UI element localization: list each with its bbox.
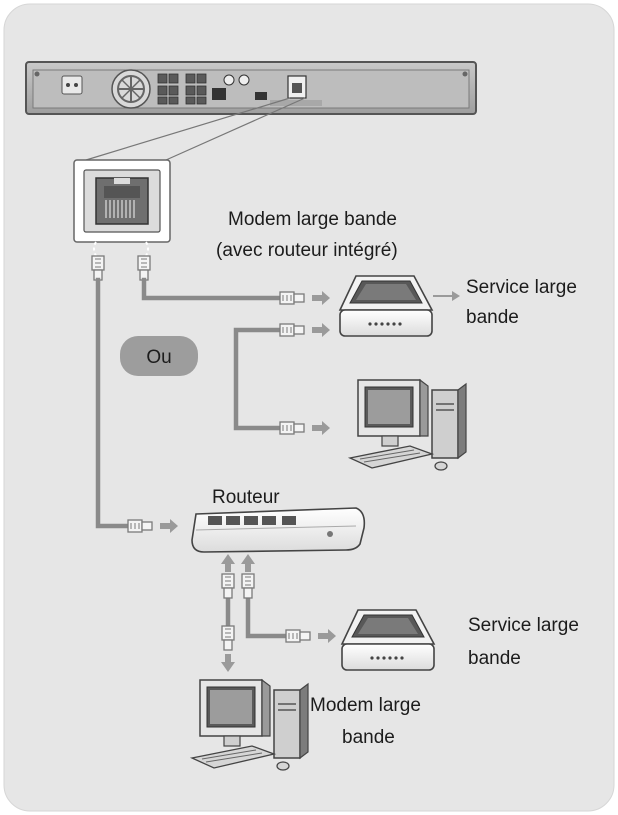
router-uplink-arrows [221, 554, 255, 572]
service-arrow-top [433, 291, 460, 301]
router [191, 507, 366, 553]
service-top-label-line2: bande [466, 307, 519, 328]
service-top-label-line1: Service large [466, 277, 577, 298]
modem-top-label-line1: Modem large bande [228, 209, 397, 230]
broadband-modem-top [339, 275, 433, 337]
fan-icon [111, 69, 151, 109]
service-bottom-label-line1: Service large [468, 615, 579, 636]
ou-label: Ou [146, 347, 171, 368]
broadband-modem-bottom [341, 609, 435, 671]
computer-top [349, 379, 467, 471]
router-label: Routeur [212, 487, 280, 508]
ou-badge: Ou [120, 336, 198, 376]
computer-bottom [191, 679, 309, 771]
modem-bottom-label-line2: bande [342, 727, 395, 748]
player-rear-panel [25, 61, 477, 115]
diagram-panel [3, 3, 615, 812]
modem-top-label-line2: (avec routeur intégré) [216, 240, 398, 261]
down-arrow [221, 654, 235, 672]
modem-bottom-label-line1: Modem large [310, 695, 421, 716]
service-bottom-label-line2: bande [468, 648, 521, 669]
lan-port-zoom [73, 159, 171, 243]
